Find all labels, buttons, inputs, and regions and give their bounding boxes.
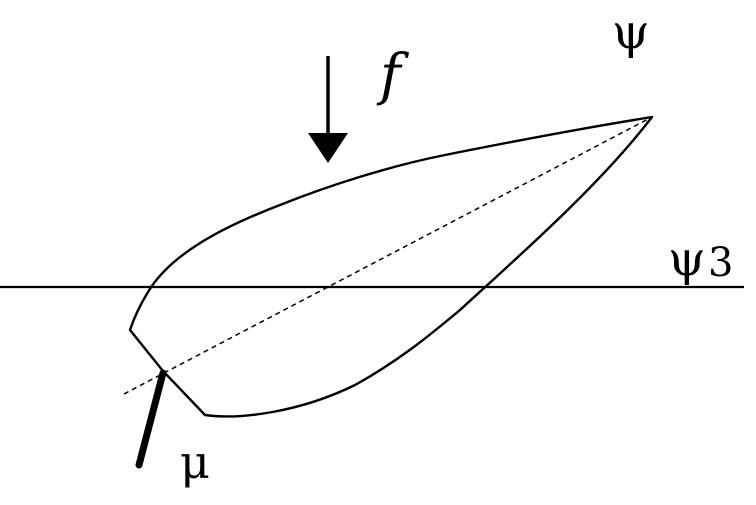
label-mu: μ: [180, 435, 210, 489]
dashed-diagonal: [123, 116, 653, 395]
label-f: f: [376, 43, 410, 108]
mu-stick: [135, 369, 167, 469]
label-psi3-subscript: 3: [708, 240, 733, 286]
label-psi: ψ: [612, 4, 650, 60]
label-psi3-symbol: ψ: [668, 231, 706, 287]
leaf-outline: [128, 115, 654, 418]
force-arrow-head: [308, 133, 348, 163]
